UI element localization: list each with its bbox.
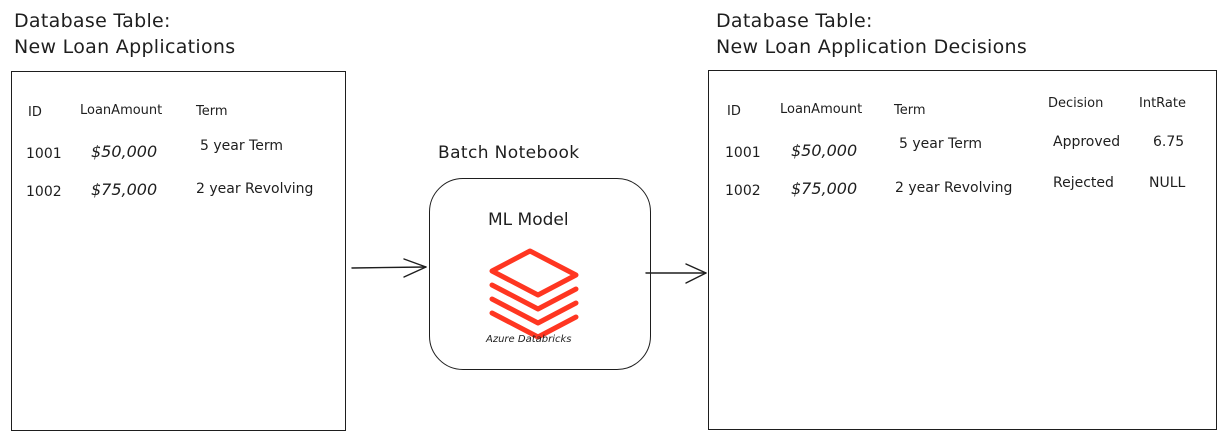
- left-row1-amount: $50,000: [91, 142, 158, 161]
- left-header-loanamount: LoanAmount: [80, 103, 163, 118]
- arrow-left-to-notebook-head: [403, 258, 427, 278]
- right-header-term: Term: [894, 103, 926, 118]
- logo-layer-3: [489, 296, 579, 326]
- left-row2-term: 2 year Revolving: [196, 181, 314, 197]
- right-row2-amount: $75,000: [791, 179, 858, 198]
- notebook-box: ML Model Azure Databricks: [429, 178, 651, 370]
- left-row1-term: 5 year Term: [200, 138, 283, 154]
- right-row1-intrate: 6.75: [1153, 134, 1185, 150]
- right-row1-term: 5 year Term: [899, 136, 982, 152]
- right-row1-id: 1001: [725, 145, 761, 161]
- right-row2-term: 2 year Revolving: [895, 180, 1013, 196]
- arrow-notebook-to-right-head: [685, 263, 707, 284]
- left-header-term: Term: [196, 104, 228, 119]
- ml-model-label: ML Model: [488, 210, 569, 230]
- databricks-logo-icon: [489, 248, 579, 340]
- logo-layer-4: [489, 310, 579, 340]
- right-header-loanamount: LoanAmount: [780, 102, 863, 117]
- left-row2-amount: $75,000: [91, 180, 158, 199]
- right-table-box: ID LoanAmount Term Decision IntRate 1001…: [708, 70, 1217, 430]
- right-row2-decision: Rejected: [1053, 175, 1114, 191]
- notebook-title: Batch Notebook: [438, 143, 580, 163]
- logo-layer-2: [489, 282, 579, 312]
- right-header-decision: Decision: [1048, 96, 1104, 111]
- right-row2-intrate: NULL: [1149, 175, 1186, 191]
- left-row1-id: 1001: [26, 146, 62, 162]
- right-table-title-line2: New Loan Application Decisions: [716, 36, 1028, 58]
- right-row1-amount: $50,000: [791, 141, 858, 160]
- left-table-box: ID LoanAmount Term 1001 $50,000 5 year T…: [11, 71, 346, 431]
- right-row2-id: 1002: [725, 183, 761, 199]
- right-row1-decision: Approved: [1053, 134, 1121, 150]
- right-header-intrate: IntRate: [1139, 96, 1186, 111]
- left-table-title-line1: Database Table:: [14, 10, 171, 32]
- left-table-title-line2: New Loan Applications: [14, 36, 236, 58]
- arrow-left-to-notebook: [351, 266, 427, 269]
- left-row2-id: 1002: [26, 184, 62, 200]
- left-header-id: ID: [28, 105, 42, 120]
- logo-layer-top: [489, 248, 579, 298]
- right-header-id: ID: [727, 104, 741, 119]
- logo-caption: Azure Databricks: [486, 334, 572, 345]
- right-table-title-line1: Database Table:: [716, 10, 873, 32]
